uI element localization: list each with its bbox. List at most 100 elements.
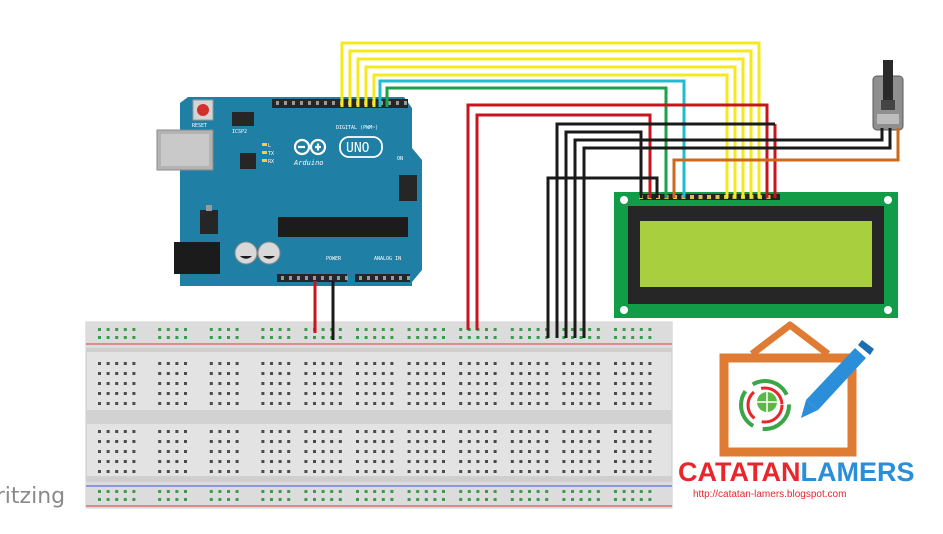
breadboard-hole xyxy=(166,490,170,493)
breadboard-hole xyxy=(493,372,497,375)
breadboard-hole xyxy=(166,392,170,395)
breadboard-hole xyxy=(476,336,480,339)
lcd-pin xyxy=(698,195,703,199)
breadboard-hole xyxy=(106,328,110,331)
breadboard-hole xyxy=(571,470,574,473)
breadboard-hole xyxy=(596,430,600,433)
breadboard-hole xyxy=(493,430,497,433)
breadboard-hole xyxy=(381,470,385,473)
breadboard-hole xyxy=(579,328,583,331)
breadboard-hole xyxy=(442,372,445,375)
breadboard-hole xyxy=(106,362,110,365)
breadboard-hole xyxy=(622,382,626,385)
breadboard-hole xyxy=(424,470,428,473)
breadboard-hole xyxy=(631,460,635,463)
breadboard-hole xyxy=(442,336,445,339)
breadboard-hole xyxy=(227,490,230,493)
breadboard-hole xyxy=(596,362,600,365)
breadboard-hole xyxy=(132,336,136,339)
breadboard-hole xyxy=(510,336,514,339)
breadboard-hole xyxy=(562,382,566,385)
breadboard-hole xyxy=(338,490,342,493)
breadboard-hole xyxy=(390,430,394,433)
breadboard-hole xyxy=(98,430,101,433)
breadboard-hole xyxy=(373,450,377,453)
breadboard-hole xyxy=(175,470,179,473)
breadboard-hole xyxy=(476,372,480,375)
breadboard-hole xyxy=(132,392,136,395)
breadboard-hole xyxy=(476,498,480,501)
breadboard-hole xyxy=(648,470,652,473)
arduino-brand: Arduino xyxy=(293,159,324,167)
breadboard-hole xyxy=(485,430,488,433)
breadboard-hole xyxy=(442,490,445,493)
breadboard-hole xyxy=(562,362,566,365)
breadboard-hole xyxy=(98,362,101,365)
breadboard-hole xyxy=(467,490,471,493)
breadboard-hole xyxy=(330,372,334,375)
breadboard-hole xyxy=(562,402,566,405)
breadboard-hole xyxy=(519,440,523,443)
breadboard-hole xyxy=(485,402,488,405)
breadboard-hole xyxy=(631,382,635,385)
breadboard-hole xyxy=(235,490,239,493)
breadboard-hole xyxy=(132,450,136,453)
breadboard-hole xyxy=(166,498,170,501)
breadboard-hole xyxy=(227,470,230,473)
breadboard-hole xyxy=(519,392,523,395)
breadboard-hole xyxy=(304,362,308,365)
breadboard-hole xyxy=(261,450,265,453)
breadboard-hole xyxy=(648,460,652,463)
breadboard-hole xyxy=(433,382,437,385)
breadboard-hole xyxy=(622,430,626,433)
breadboard-hole xyxy=(184,392,187,395)
breadboard-hole xyxy=(614,328,617,331)
breadboard-hole xyxy=(132,402,136,405)
breadboard-hole xyxy=(381,460,385,463)
breadboard-hole xyxy=(209,392,213,395)
breadboard-hole xyxy=(493,440,497,443)
breadboard-hole xyxy=(98,450,101,453)
breadboard-hole xyxy=(467,402,471,405)
breadboard-hole xyxy=(106,450,110,453)
breadboard-hole xyxy=(648,382,652,385)
breadboard-hole xyxy=(184,440,187,443)
breadboard-hole xyxy=(330,460,334,463)
breadboard-hole xyxy=(175,498,179,501)
breadboard-hole xyxy=(407,440,411,443)
breadboard-hole xyxy=(123,328,127,331)
breadboard-hole xyxy=(132,382,136,385)
breadboard-hole xyxy=(631,430,635,433)
breadboard-hole xyxy=(132,440,136,443)
rx-label: RX xyxy=(268,159,274,165)
breadboard-hole xyxy=(218,382,222,385)
breadboard-hole xyxy=(98,372,101,375)
breadboard-holes xyxy=(98,328,652,501)
breadboard-hole xyxy=(123,382,127,385)
breadboard-hole xyxy=(287,336,291,339)
breadboard-hole xyxy=(158,490,162,493)
breadboard-hole xyxy=(313,402,316,405)
breadboard-hole xyxy=(115,336,119,339)
breadboard-hole xyxy=(519,362,523,365)
breadboard-hole xyxy=(261,498,265,501)
breadboard-hole xyxy=(579,372,583,375)
breadboard-hole xyxy=(364,362,368,365)
breadboard-hole xyxy=(424,450,428,453)
breadboard-hole xyxy=(261,372,265,375)
breadboard-hole xyxy=(381,402,385,405)
breadboard-hole xyxy=(467,440,471,443)
breadboard-hole xyxy=(373,362,377,365)
header-pin xyxy=(396,101,399,105)
power-header xyxy=(277,274,347,282)
breadboard-hole xyxy=(596,470,600,473)
breadboard-hole xyxy=(433,336,437,339)
breadboard-hole xyxy=(596,402,600,405)
breadboard-hole xyxy=(424,336,428,339)
breadboard-hole xyxy=(356,490,359,493)
breadboard-hole xyxy=(166,430,170,433)
breadboard-hole xyxy=(622,440,626,443)
breadboard-hole xyxy=(235,372,239,375)
breadboard-hole xyxy=(98,440,101,443)
breadboard-hole xyxy=(123,402,127,405)
